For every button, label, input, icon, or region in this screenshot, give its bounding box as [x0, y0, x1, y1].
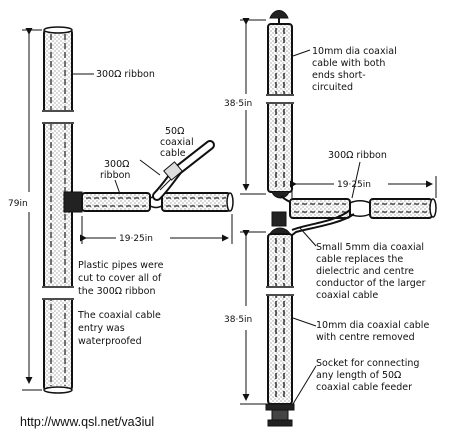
- left-note2-line2: entry was: [78, 323, 125, 334]
- left-tee-junction: [63, 191, 83, 213]
- left-ribbon-label: 300Ω ribbon: [96, 69, 155, 80]
- right-lower-dim: 38·5in: [224, 315, 252, 325]
- left-width-dim: 19·25in: [119, 234, 153, 244]
- left-tee-ribbon-label-1: 300Ω: [104, 159, 129, 170]
- small-coax-note-line5: coaxial cable: [316, 290, 378, 301]
- right-width-dim: 19·25in: [337, 180, 371, 190]
- right-top-note-line1: 10mm dia coaxial: [312, 46, 397, 57]
- left-note2-line3: waterproofed: [78, 336, 142, 347]
- removed-note-line1: 10mm dia coaxial cable: [316, 320, 429, 331]
- source-url: http://www.qsl.net/va3iul: [20, 415, 154, 429]
- right-upper-pipe: [267, 23, 293, 193]
- right-lower-pipe: [267, 233, 293, 405]
- socket: [265, 403, 295, 411]
- right-upper-dim: 38·5in: [224, 99, 252, 109]
- small-coax-note-line1: Small 5mm dia coaxial: [316, 242, 424, 253]
- right-ribbon-label: 300Ω ribbon: [328, 150, 387, 161]
- left-antenna: [22, 26, 234, 394]
- right-top-note-line3: ends short-: [312, 70, 366, 81]
- left-coax-label-2: coaxial: [160, 137, 194, 148]
- left-horizontal-pipe-1: [81, 192, 151, 212]
- left-note1-line3: the 300Ω ribbon: [78, 286, 155, 297]
- left-horizontal-pipe-2: [161, 192, 231, 212]
- right-antenna: [240, 10, 437, 427]
- right-horizontal-pipe-2: [369, 198, 433, 219]
- left-height-dim: 79in: [8, 199, 28, 209]
- small-coax-note-line2: cable replaces the: [316, 254, 403, 265]
- left-coax-label-3: cable: [160, 148, 186, 159]
- right-top-note-line4: circuited: [312, 82, 353, 93]
- socket-note-line3: coaxial cable feeder: [316, 382, 412, 393]
- left-tee-ribbon-label-2: ribbon: [100, 170, 130, 181]
- small-coax-note-line4: conductor of the larger: [316, 278, 426, 289]
- removed-note-line2: with centre removed: [316, 332, 415, 343]
- right-top-note-line2: cable with both: [312, 58, 385, 69]
- left-note1-line2: cut to cover all of: [78, 273, 162, 284]
- socket-note-line2: any length of 50Ω: [316, 370, 401, 381]
- small-coax-note-line3: dielectric and centre: [316, 266, 414, 277]
- left-note2-line1: The coaxial cable: [77, 310, 161, 321]
- socket-note-line1: Socket for connecting: [316, 358, 419, 369]
- left-coax-label-1: 50Ω: [165, 126, 184, 137]
- left-note1-line1: Plastic pipes were: [78, 260, 164, 271]
